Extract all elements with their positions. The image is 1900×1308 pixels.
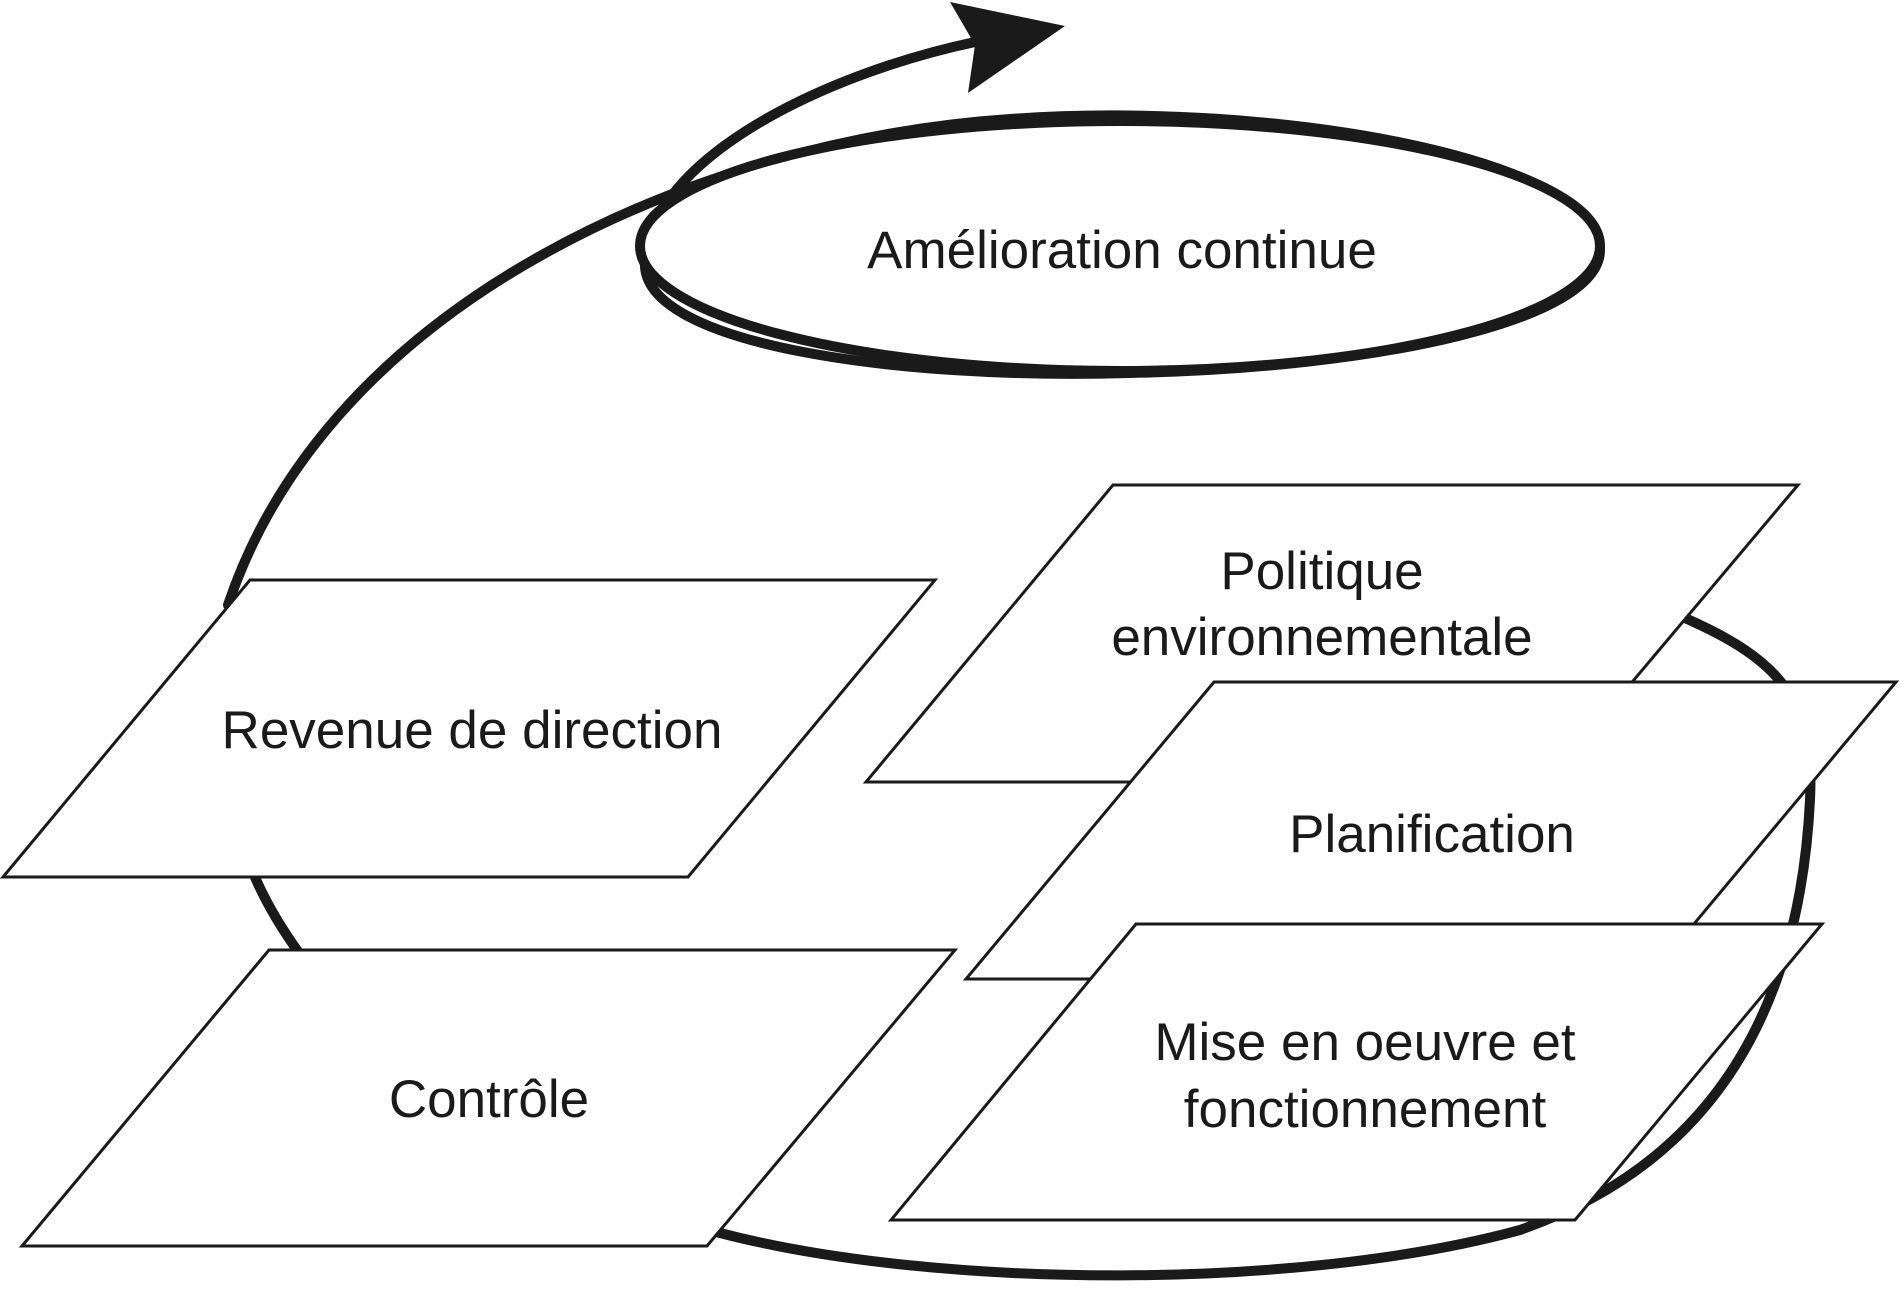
- arrow-head-icon: [950, 2, 1065, 93]
- step-revue-label: Revenue de direction: [222, 701, 723, 760]
- step-revue-box: [0, 578, 939, 879]
- step-mise-en-oeuvre-label-line1: Mise en oeuvre et: [1154, 1013, 1576, 1072]
- step-controle-box: [18, 948, 959, 1248]
- cycle-label: Amélioration continue: [867, 221, 1377, 280]
- step-planification-label: Planification: [1289, 805, 1575, 864]
- step-controle-label: Contrôle: [389, 1070, 589, 1129]
- step-mise-en-oeuvre-label-line2: fonctionnement: [1184, 1080, 1547, 1139]
- step-politique-label-line2: environnementale: [1111, 608, 1532, 667]
- step-mise-en-oeuvre-box: [887, 922, 1826, 1222]
- cycle-ellipse: [635, 116, 1605, 376]
- step-politique-label-line1: Politique: [1220, 542, 1423, 601]
